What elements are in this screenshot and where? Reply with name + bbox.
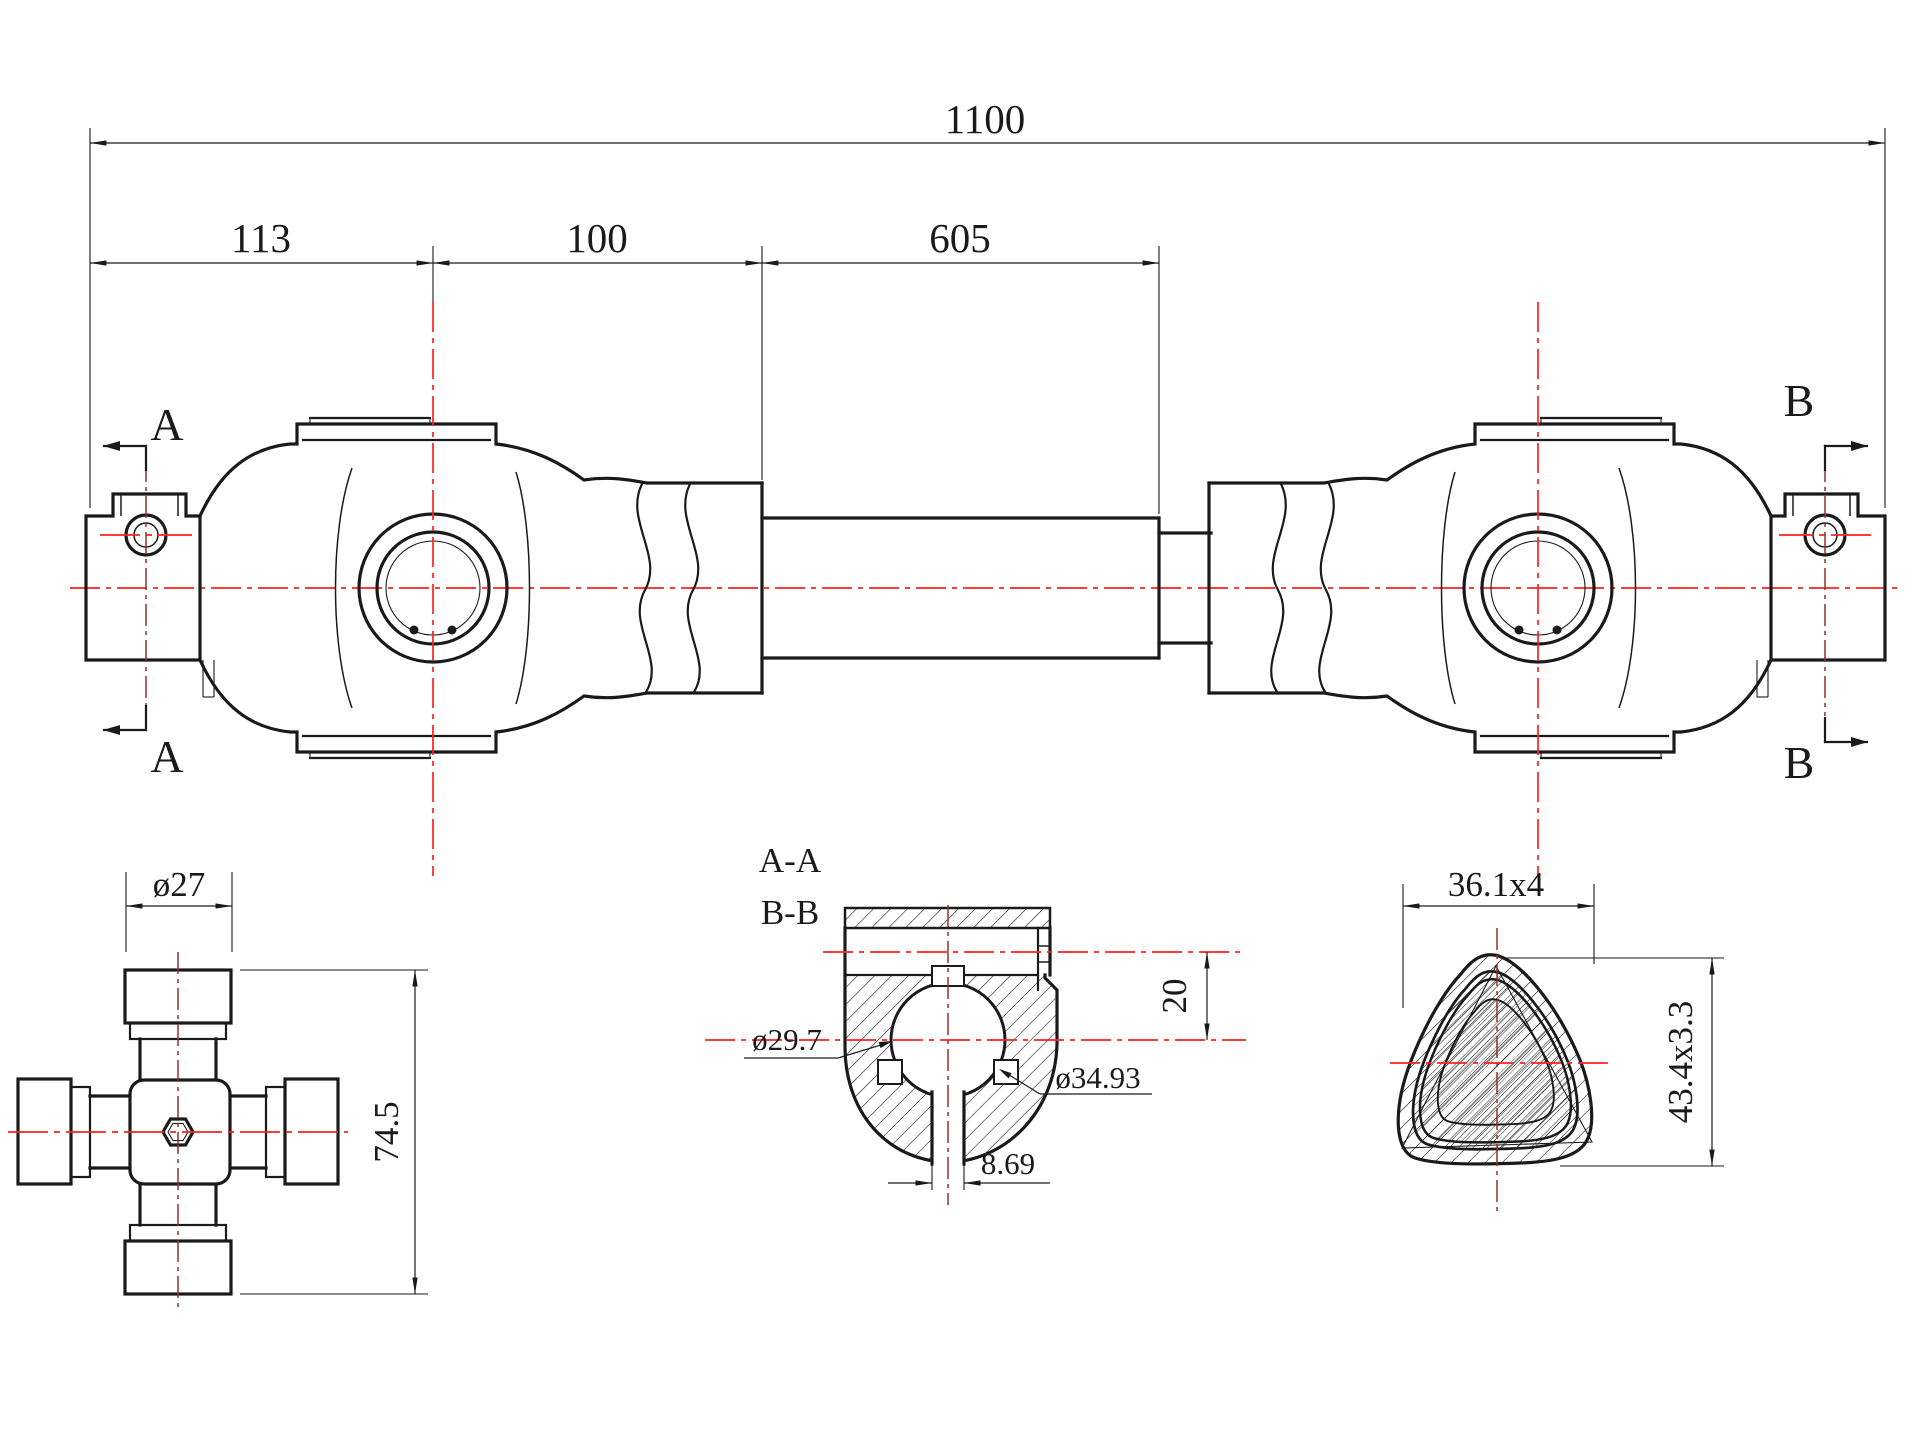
left-yoke-assembly — [84, 302, 764, 876]
dim-text-605: 605 — [929, 215, 991, 261]
dim-text-o27: ø27 — [153, 865, 206, 904]
dim-text-20: 20 — [1155, 979, 1194, 1014]
ear-edge-near — [515, 471, 531, 705]
section-title-aa: A-A — [759, 841, 822, 880]
section-title-bb: B-B — [761, 893, 819, 932]
cross-journal-view: ø27 74.5 — [8, 865, 428, 1312]
tube-profile-view: 36.1x4 43.4x3.3 — [1390, 865, 1724, 1215]
section-view-aa-bb: A-A B-B 20 ø29.7 — [705, 841, 1246, 1205]
dim-text-1100: 1100 — [945, 96, 1025, 142]
shaft-tubes — [760, 516, 1213, 660]
bell-mouth-line-2 — [684, 482, 701, 694]
dim-text-100: 100 — [566, 215, 628, 261]
dimension-overall-1100: 1100 — [89, 96, 1886, 508]
yoke-hub-section-hatch — [845, 975, 1057, 1162]
dimension-cross-height: 74.5 — [240, 969, 428, 1295]
bell-mouth-line-1 — [636, 482, 653, 694]
dim-text-43-4x3-3: 43.4x3.3 — [1661, 1001, 1700, 1124]
dim-text-8-69: 8.69 — [981, 1146, 1035, 1181]
dim-text-36-1x4: 36.1x4 — [1448, 865, 1544, 904]
label-lobe-diameter: ø34.93 — [999, 1060, 1152, 1095]
yoke-lower-contour — [197, 657, 764, 754]
ear-edge-far — [334, 467, 353, 709]
section-label-b-bottom: B — [1784, 737, 1815, 788]
section-marker-a: A A — [102, 399, 184, 782]
dimension-slot-width: 8.69 — [888, 1146, 1050, 1186]
yoke-upper-contour — [197, 422, 764, 519]
section-label-a-top: A — [150, 399, 183, 450]
spline-notch-left — [877, 1059, 903, 1085]
dim-text-113: 113 — [231, 215, 291, 261]
section-label-a-bottom: A — [150, 731, 183, 782]
dimension-axis-offset: 20 — [1155, 952, 1210, 1040]
dimension-outer-tube: 43.4x3.3 — [1500, 957, 1724, 1167]
dimension-inner-tube: 36.1x4 — [1402, 865, 1595, 1008]
section-label-b-top: B — [1784, 375, 1815, 426]
section-marker-b: B B — [1784, 375, 1869, 788]
dimension-row-113-100-605: 113 100 605 — [90, 215, 1160, 514]
label-bore-diameter: ø29.7 — [744, 1022, 893, 1059]
dim-text-o34-93: ø34.93 — [1055, 1060, 1140, 1095]
dim-text-o29-7: ø29.7 — [752, 1022, 822, 1057]
hub-outline — [84, 492, 202, 662]
dim-text-74-5: 74.5 — [367, 1101, 406, 1162]
dimension-cap-diameter: ø27 — [125, 865, 233, 952]
main-assembly-view: A A B B 1100 — [70, 96, 1900, 878]
